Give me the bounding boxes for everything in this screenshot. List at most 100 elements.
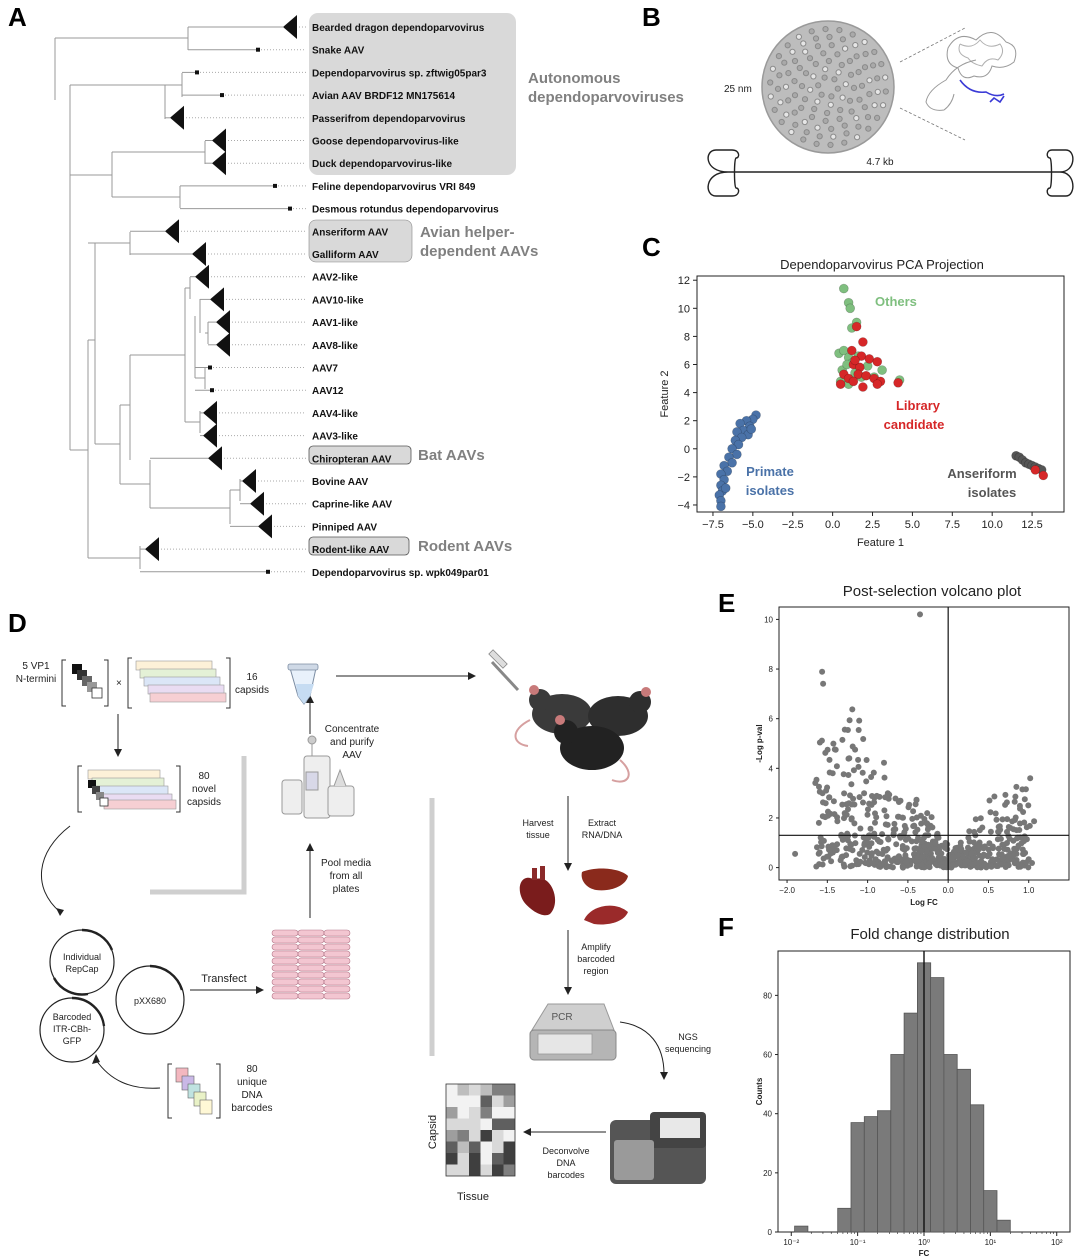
volcano-point (855, 727, 862, 733)
volcano-x-tick-label: 1.0 (1023, 886, 1035, 895)
culture-plate (297, 978, 325, 986)
novel-count: 80 (198, 771, 210, 782)
culture-plate (271, 964, 299, 972)
capsid-subunit (849, 31, 856, 38)
itr-label-1: Barcoded (53, 1012, 92, 1022)
capsid-subunit (775, 53, 783, 60)
tree-leaf-label: Bearded dragon dependoparvovirus (312, 23, 485, 34)
pca-annotation-others: Others (875, 294, 917, 309)
volcano-point (861, 840, 868, 847)
volcano-point (1010, 837, 1017, 844)
capsid-subunit (843, 130, 850, 137)
heatmap-cell (480, 1118, 492, 1130)
capsid-subunit (856, 96, 863, 103)
volcano-point (1004, 828, 1010, 835)
volcano-point (864, 811, 871, 818)
capsid-subunit (821, 74, 828, 81)
volcano-point (1021, 796, 1028, 803)
histogram-bar (970, 1104, 985, 1233)
histogram-bar (890, 1054, 905, 1233)
volcano-point (991, 793, 998, 800)
pca-point (838, 283, 849, 294)
culture-plate (323, 950, 351, 958)
volcano-point (868, 774, 875, 780)
clade-collapsed-triangle (203, 400, 217, 425)
pcr-machine (529, 1003, 617, 1061)
capsid-subunit (824, 109, 831, 117)
clade-collapsed-triangle (212, 128, 226, 153)
volcano-point (887, 863, 894, 870)
harvest-label-2: tissue (526, 830, 550, 840)
tree-leaf-label: AAV7 (312, 364, 338, 375)
volcano-x-tick-label: 0.5 (983, 886, 995, 895)
volcano-point (845, 755, 852, 762)
pca-x-tick-label: −7.5 (702, 519, 724, 531)
capsid-subunit (841, 139, 848, 146)
clade-collapsed-triangle (216, 310, 230, 335)
heatmap-cell (503, 1118, 515, 1130)
volcano-point (834, 814, 841, 821)
volcano-point (860, 799, 866, 806)
heatmap-cell (446, 1141, 458, 1153)
capsid-subunit (870, 62, 877, 69)
volcano-points (779, 607, 1069, 880)
volcano-point (828, 858, 835, 865)
volcano-point (816, 783, 822, 790)
histogram-x-tick-label: 10⁰ (918, 1238, 930, 1247)
capsid-subunit (777, 99, 784, 106)
capsid-subunit (791, 57, 799, 65)
volcano-point (903, 859, 910, 866)
bat-group-box (308, 445, 412, 465)
volcano-point (942, 859, 949, 866)
volcano-y-axis-label: -Log p-val (755, 724, 764, 762)
tree-branch (112, 141, 206, 164)
capsid-subunit (866, 77, 873, 84)
pca-x-tick-label: 10.0 (981, 519, 1002, 531)
capsid-size-label: 25 nm (724, 84, 752, 95)
tree-branch (230, 479, 241, 501)
volcano-point (918, 861, 925, 868)
capsid-subunit (853, 53, 860, 60)
capsid-subunit (874, 114, 881, 122)
volcano-point (995, 828, 1002, 835)
capsid-subunit (816, 133, 823, 140)
volcano-point (1027, 775, 1034, 782)
vp1-fragments (61, 659, 109, 707)
volcano-point (902, 825, 909, 832)
leaf-tip-marker (288, 206, 292, 211)
pca-title: Dependoparvovirus PCA Projection (780, 257, 984, 272)
volcano-point (884, 854, 891, 861)
histogram-bars (794, 951, 1011, 1233)
capsid-subunit (785, 97, 792, 104)
volcano-point (976, 827, 983, 834)
heatmap-cell (469, 1164, 481, 1176)
heatmap-cell (492, 1084, 504, 1096)
heatmap-cell (480, 1130, 492, 1142)
culture-plate (271, 943, 299, 951)
clade-collapsed-triangle (195, 264, 209, 289)
volcano-point (816, 849, 823, 856)
pca-y-tick-label: 6 (684, 360, 690, 372)
volcano-plot-frame (778, 606, 1070, 881)
tree-branch (150, 490, 231, 524)
histogram-y-tick-label: 80 (763, 991, 772, 1000)
heatmap-cell (503, 1164, 515, 1176)
volcano-point (999, 816, 1006, 823)
histogram-x-tick-label: 10² (1051, 1238, 1063, 1247)
capsid-subunit (827, 141, 834, 148)
clade-collapsed-triangle (208, 446, 222, 471)
clade-collapsed-triangle (212, 151, 226, 176)
volcano-point (867, 825, 874, 832)
capsid-subunit (792, 121, 799, 128)
heatmap-cell (446, 1118, 458, 1130)
volcano-point (1004, 840, 1010, 846)
tree-leaf-label: AAV3-like (312, 432, 358, 443)
heatmap-cell (492, 1141, 504, 1153)
volcano-point (974, 842, 981, 849)
heatmap-cell (446, 1153, 458, 1165)
culture-plate (297, 985, 325, 993)
volcano-point (820, 680, 827, 687)
volcano-point (817, 834, 824, 841)
